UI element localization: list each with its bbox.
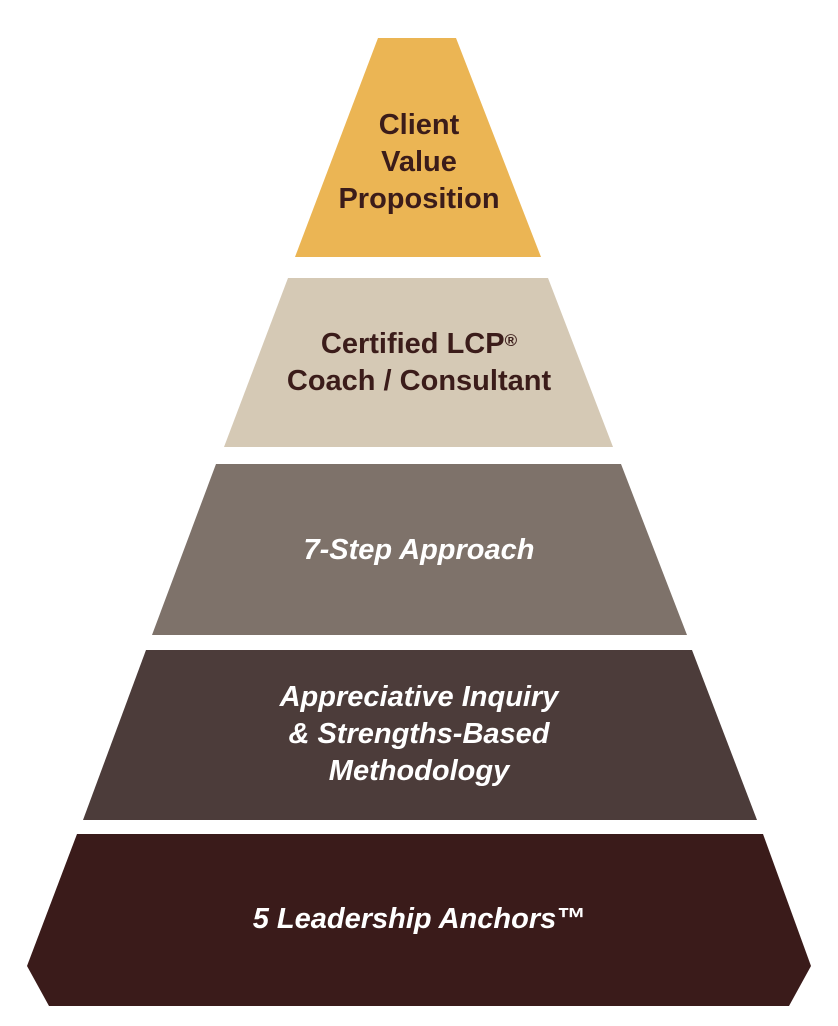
tier-appreciative-inquiry (83, 650, 757, 820)
tier-certified-lcp-coach (224, 278, 613, 447)
label-line: Client (378, 109, 460, 141)
tier-5-label: 5 Leadership Anchors™ (0, 901, 838, 938)
tier-1-label: Client Value Proposition (0, 107, 838, 218)
label-text: Certified LCP (320, 328, 505, 360)
label-line: Coach / Consultant (286, 365, 552, 397)
tier-2-label: Certified LCP® Coach / Consultant (0, 326, 838, 400)
label-line: Methodology (328, 755, 510, 787)
tier-5-leadership-anchors (27, 834, 811, 1006)
tier-client-value-proposition (295, 38, 541, 257)
label-line: 5 Leadership Anchors™ (252, 903, 586, 935)
label-line: & Strengths-Based (288, 718, 550, 750)
label-line: Appreciative Inquiry (279, 681, 559, 713)
registered-mark: ® (504, 331, 518, 350)
label-line: Value (381, 146, 457, 178)
tier-4-label: Appreciative Inquiry & Strengths-Based M… (0, 679, 838, 790)
label-line: Certified LCP® (0, 326, 838, 363)
tier-7-step-approach (152, 464, 687, 635)
label-line: 7-Step Approach (303, 534, 535, 566)
tier-3-label: 7-Step Approach (0, 532, 838, 569)
label-line: Proposition (338, 183, 500, 215)
